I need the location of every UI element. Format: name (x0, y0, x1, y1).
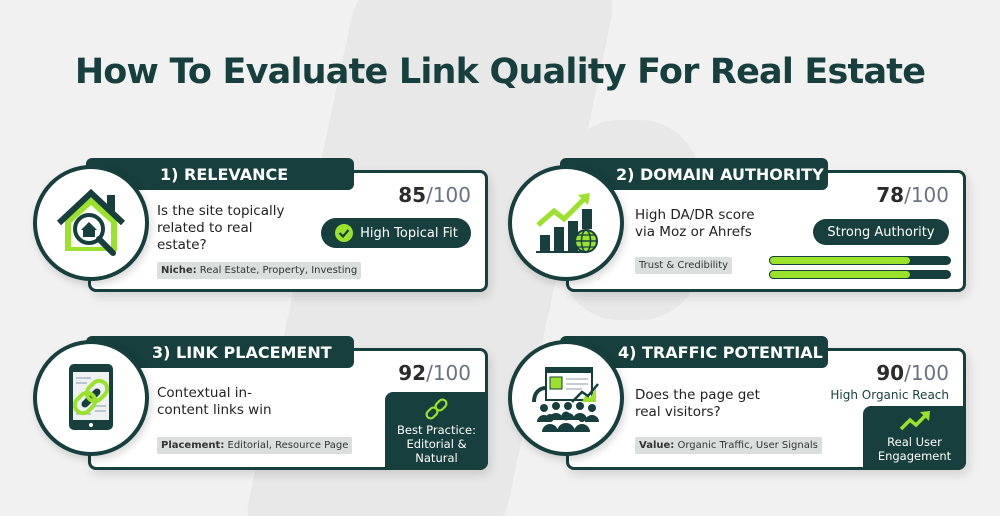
check-circle-icon (335, 224, 354, 242)
real-user-engagement-box: Real User Engagement (863, 406, 966, 470)
tablet-link-icon (69, 364, 113, 430)
growth-chart-globe-icon (536, 193, 598, 253)
high-organic-reach-label: High Organic Reach (830, 388, 949, 402)
house-magnifier-icon (56, 188, 126, 256)
link-icon (424, 398, 448, 420)
authority-progress-bar (769, 256, 951, 265)
description: Contextual in-content links win (157, 385, 272, 418)
niche-tag: Niche: Real Estate, Property, Investing (157, 262, 362, 279)
best-practice-box: Best Practice: Editorial & Natural (385, 392, 488, 470)
score: 92/100 (398, 361, 471, 385)
score: 85/100 (398, 183, 471, 207)
authority-progress-bar (769, 270, 951, 279)
description: Is the site topically related to real es… (157, 203, 285, 253)
value-tag: Value: Organic Traffic, User Signals (635, 437, 822, 454)
domain-authority-circle (508, 165, 624, 281)
description: High DA/DR score via Moz or Ahrefs (635, 207, 755, 240)
trend-up-arrow-icon (899, 411, 930, 431)
domain-authority-card-body: 78/100 High DA/DR score via Moz or Ahref… (566, 170, 966, 292)
link-placement-circle (33, 340, 149, 456)
page-title: How To Evaluate Link Quality For Real Es… (74, 52, 926, 92)
traffic-potential-circle (508, 340, 624, 456)
score: 90/100 (876, 361, 949, 385)
strong-authority-badge: Strong Authority (813, 219, 949, 245)
trust-tag: Trust & Credibility (635, 257, 733, 274)
score: 78/100 (876, 183, 949, 207)
description: Does the page get real visitors? (635, 387, 760, 420)
audience-traffic-icon (532, 367, 599, 432)
placement-tag: Placement: Editorial, Resource Page (157, 437, 353, 454)
relevance-circle (33, 165, 149, 281)
relevance-card-body: 85/100 Is the site topically related to … (88, 170, 488, 292)
high-topical-fit-badge: High Topical Fit (321, 218, 471, 248)
